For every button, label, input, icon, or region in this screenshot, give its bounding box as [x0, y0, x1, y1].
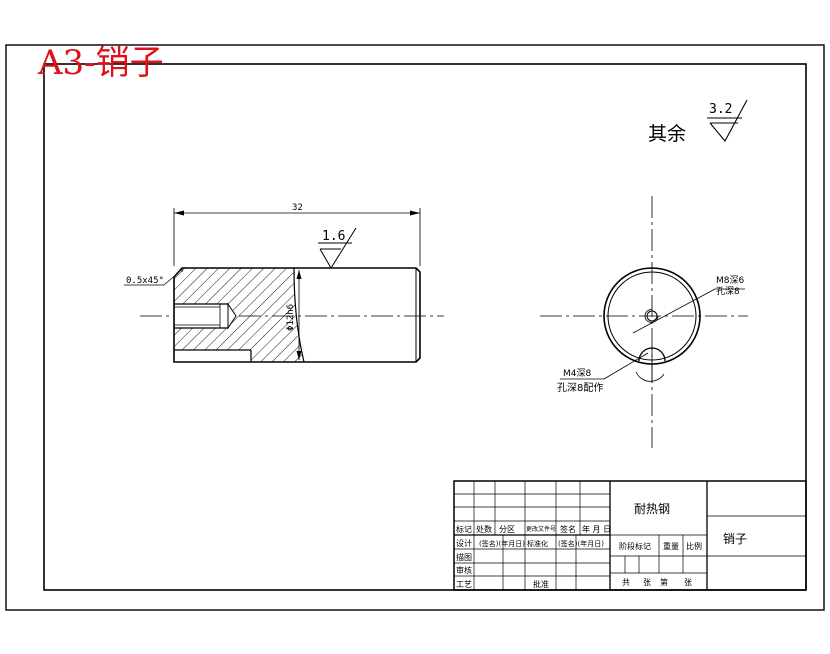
tb-material: 耐热钢: [634, 502, 670, 516]
tb-part-name: 销子: [723, 532, 747, 546]
tb-header-4: 签名: [560, 524, 576, 534]
chamfer-callout: 0.5x45°: [124, 272, 179, 286]
tb-scale-label: 比例: [686, 541, 702, 551]
note-m8-line1: M8深6: [716, 275, 744, 286]
title-block: 标记 处数 分区 更改文件号 签名 年 月 日 设计 (签名)(年月日) 标准化…: [453, 480, 807, 591]
tb-design-sign: (签名)(年月日): [479, 539, 525, 548]
outer-frame: [5, 44, 825, 611]
tapped-hole-blank: [174, 304, 228, 328]
tb-header-3: 更改文件号: [526, 525, 556, 533]
m4-thread-arc: [635, 371, 665, 382]
length-dim-text: 32: [292, 203, 303, 213]
roughness-rest-label: 其余: [648, 123, 686, 145]
roughness-front: 1.6: [318, 227, 357, 269]
section-hatch: [174, 268, 304, 362]
part-outline: [173, 267, 421, 363]
end-view: M8深6 孔深8 M4深8 孔深8配作: [540, 196, 748, 448]
tb-standardize-label: 标准化: [527, 539, 548, 548]
roughness-front-value: 1.6: [322, 229, 345, 244]
note-m8-line2: 孔深8: [716, 286, 740, 297]
tb-sheets-3: 张: [684, 578, 692, 587]
tb-header-1: 处数: [476, 524, 492, 534]
section-step: [174, 349, 252, 362]
m8-leader: [632, 288, 716, 334]
tb-standardize-sign: (签名)(年月日): [558, 539, 604, 548]
tb-weight-label: 重量: [663, 541, 679, 551]
tb-approve-label: 批准: [533, 579, 549, 589]
tb-header-2: 分区: [499, 525, 515, 534]
m8-thread-arc: [644, 309, 659, 323]
chamfer-text: 0.5x45°: [126, 276, 164, 286]
diameter-text: Φ12h6: [286, 304, 296, 331]
tb-stage-label: 阶段标记: [619, 541, 651, 551]
inner-frame: [43, 63, 807, 591]
note-m4-line1: M4深8: [563, 368, 591, 379]
roughness-rest-value: 3.2: [709, 102, 732, 117]
note-m4-line2: 孔深8配作: [557, 382, 603, 394]
tb-design-label: 设计: [456, 538, 472, 548]
m8-hole-inner: [646, 310, 658, 322]
tb-sheets-1: 张: [643, 578, 651, 587]
diameter-dimension: Φ12h6: [286, 270, 302, 360]
section-break-line: [293, 267, 305, 363]
tapped-hole: [174, 303, 228, 329]
tb-header-0: 标记: [456, 524, 472, 534]
roughness-rest-symbol: [709, 99, 748, 142]
tb-sheets-0: 共: [622, 578, 630, 587]
length-dimension: 32: [173, 203, 421, 266]
sheet-title: A3-销子: [37, 43, 164, 83]
tb-sheets-2: 第: [660, 577, 668, 587]
front-view: 32 1.6 0.5x45° Φ12h6: [124, 203, 444, 363]
tb-header-5: 年 月 日: [582, 524, 611, 534]
roughness-rest-note: 其余 3.2: [648, 99, 748, 145]
tapped-hole-tip: [227, 302, 237, 330]
tb-process-label: 工艺: [456, 580, 472, 589]
tb-review-label: 审核: [456, 565, 472, 575]
tb-drafting-label: 描图: [456, 552, 472, 562]
